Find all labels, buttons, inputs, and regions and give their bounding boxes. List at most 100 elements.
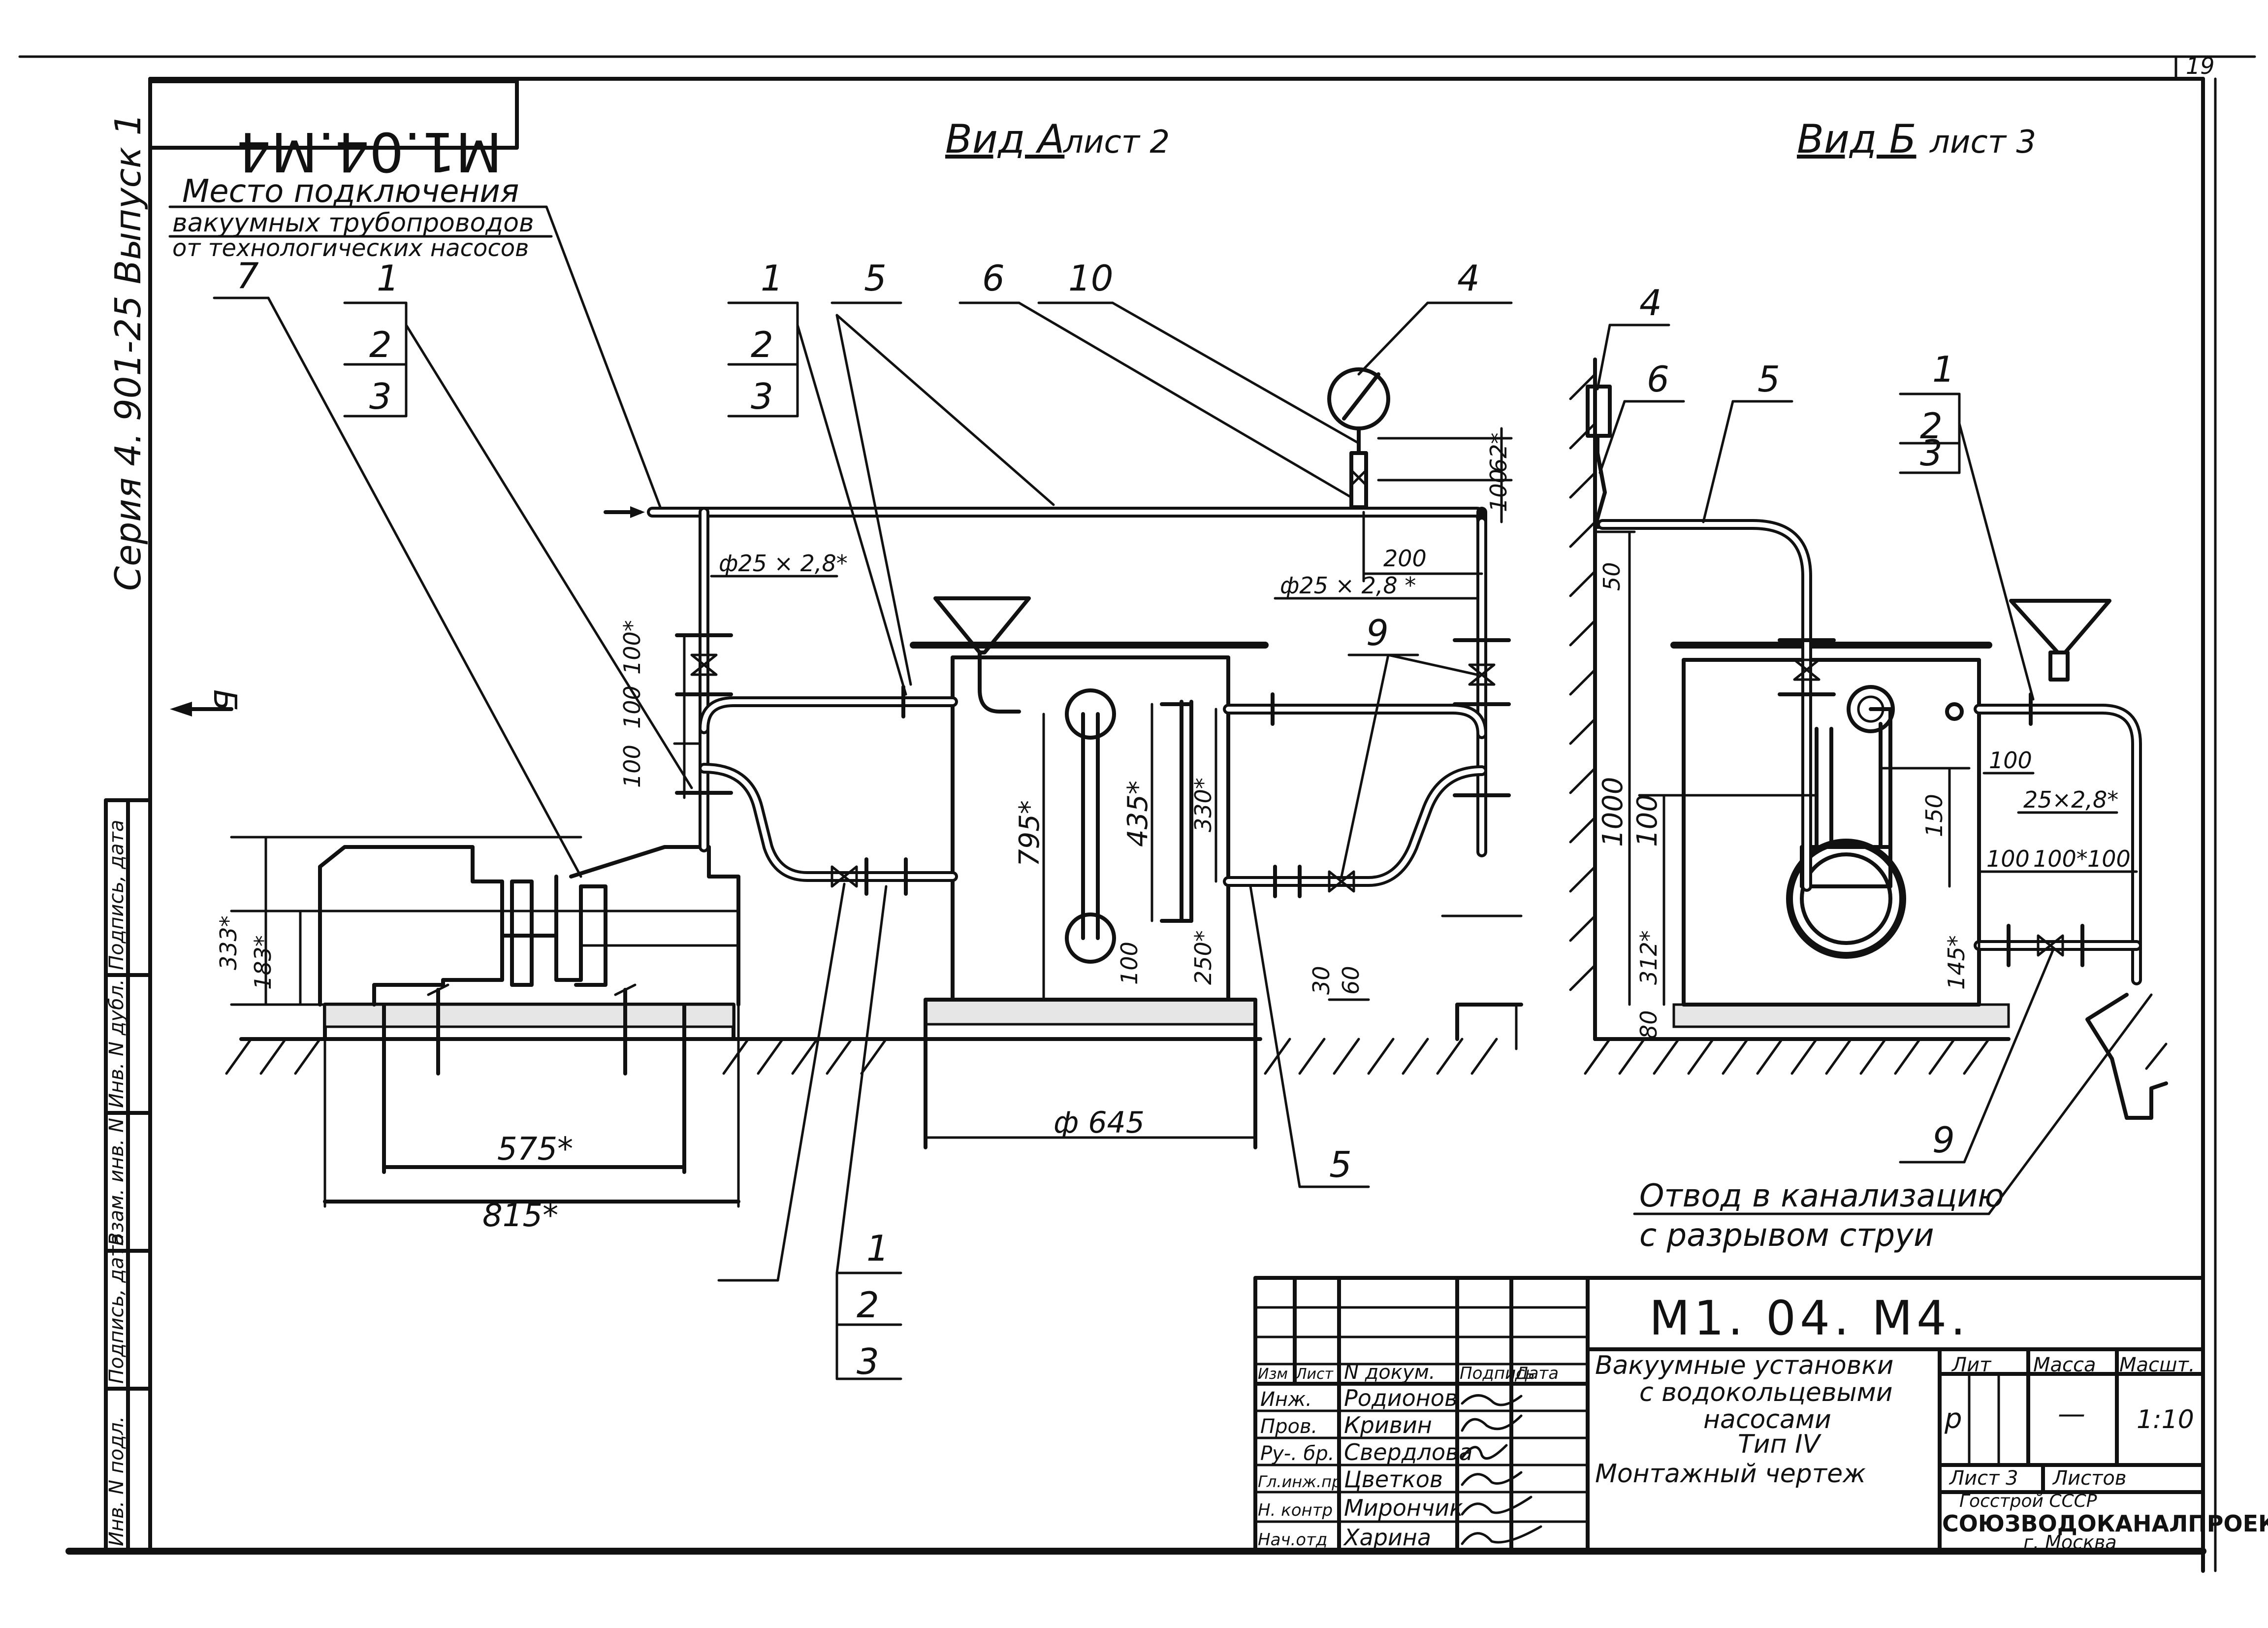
svg-text:200: 200 xyxy=(1383,545,1427,572)
svg-text:вакуумных трубопроводов: вакуумных трубопроводов xyxy=(172,208,534,238)
svg-text:100: 100 xyxy=(1116,942,1143,985)
svg-text:60: 60 xyxy=(1338,966,1364,995)
svg-text:9: 9 xyxy=(1366,612,1389,653)
view-a-title: Вид А xyxy=(945,116,1064,162)
connection-note: Место подключения вакуумных трубопроводо… xyxy=(168,173,664,514)
svg-text:100: 100 xyxy=(1631,794,1663,847)
svg-text:2: 2 xyxy=(751,324,773,365)
view-b-arrow: Б xyxy=(170,689,243,716)
stamp-inv-podl: Инв. N подл. xyxy=(105,1416,128,1546)
svg-text:Б: Б xyxy=(206,689,243,711)
stamp-inv-dubl: Инв. N дубл. xyxy=(105,979,128,1108)
svg-text:5: 5 xyxy=(1757,358,1780,400)
svg-text:100: 100 xyxy=(1485,469,1512,512)
svg-text:145*: 145* xyxy=(1943,935,1970,990)
drain-note: Отвод в канализацию с разрывом струи xyxy=(1633,993,2153,1254)
view-a-sheet: лист 2 xyxy=(1062,124,1170,161)
svg-text:150: 150 xyxy=(1921,794,1948,837)
svg-text:Лист: Лист xyxy=(1295,1366,1334,1383)
svg-text:1: 1 xyxy=(1932,349,1955,390)
svg-text:80: 80 xyxy=(1635,1010,1662,1039)
svg-text:312*: 312* xyxy=(1635,930,1662,985)
svg-text:N докум.: N докум. xyxy=(1344,1361,1436,1384)
svg-text:1: 1 xyxy=(377,258,399,299)
svg-text:3: 3 xyxy=(369,376,392,417)
svg-text:2: 2 xyxy=(857,1284,879,1326)
stamp-vzam-inv: Взам. инв. N xyxy=(105,1118,128,1246)
tb-code: М1. 04. М4. xyxy=(1649,1291,1970,1346)
svg-text:3: 3 xyxy=(1920,432,1943,474)
svg-text:30: 30 xyxy=(1308,966,1335,995)
svg-text:Тип IV: Тип IV xyxy=(1738,1430,1821,1459)
svg-text:Масса: Масса xyxy=(2033,1354,2096,1376)
svg-text:795*: 795* xyxy=(1014,800,1046,867)
svg-text:3: 3 xyxy=(857,1341,879,1382)
svg-text:ф 645: ф 645 xyxy=(1054,1106,1145,1140)
series-label: Серия 4. 901-25 Выпуск 1 xyxy=(107,113,149,591)
svg-text:Инж.: Инж. xyxy=(1260,1388,1312,1411)
svg-text:Мирончик: Мирончик xyxy=(1344,1495,1463,1521)
svg-text:Изм: Изм xyxy=(1258,1366,1288,1383)
svg-text:6: 6 xyxy=(1647,358,1669,400)
svg-text:Родионов: Родионов xyxy=(1344,1385,1458,1411)
svg-text:10: 10 xyxy=(1068,258,1114,299)
svg-text:Дата: Дата xyxy=(1514,1364,1559,1383)
svg-text:1: 1 xyxy=(761,258,783,299)
stamp-sign-date-1: Подпись, дата xyxy=(105,1234,128,1384)
view-b-sheet: лист 3 xyxy=(1929,124,2036,161)
svg-text:4: 4 xyxy=(1457,258,1480,299)
svg-text:100*: 100* xyxy=(2033,846,2088,872)
svg-text:Листов: Листов xyxy=(2052,1467,2126,1490)
svg-text:Гл.инж.пр: Гл.инж.пр xyxy=(1258,1472,1342,1491)
svg-text:с разрывом струи: с разрывом струи xyxy=(1639,1217,1934,1254)
svg-text:Лист 3: Лист 3 xyxy=(1949,1467,2018,1490)
svg-text:100: 100 xyxy=(619,685,645,729)
svg-text:Монтажный чертеж: Монтажный чертеж xyxy=(1595,1459,1866,1489)
svg-text:Н. контр: Н. контр xyxy=(1258,1500,1333,1520)
view-b-callouts: 4 6 5 1 2 3 9 50 1000 100 312* 80 150 25… xyxy=(1594,282,2138,1164)
stamp-sign-date-2: Подпись, дата xyxy=(105,820,128,970)
svg-text:Пров.: Пров. xyxy=(1260,1415,1317,1438)
svg-text:5: 5 xyxy=(1329,1144,1352,1185)
mirrored-code: M1.04.M4 xyxy=(236,120,502,183)
svg-text:Место подключения: Место подключения xyxy=(182,173,519,210)
svg-text:5: 5 xyxy=(864,258,887,299)
svg-text:3: 3 xyxy=(751,376,773,417)
svg-text:183*: 183* xyxy=(250,935,276,990)
view-a-dimensions: ф25 × 2,8* ф25 × 2,8 * 200 62* 100 100 1… xyxy=(215,427,1523,1234)
svg-text:815*: 815* xyxy=(482,1198,558,1234)
svg-text:1000: 1000 xyxy=(1597,777,1629,847)
svg-text:435*: 435* xyxy=(1122,781,1154,847)
svg-text:7: 7 xyxy=(236,255,259,296)
svg-text:Харина: Харина xyxy=(1343,1524,1431,1551)
svg-text:100*: 100* xyxy=(619,620,645,675)
svg-text:25×2,8*: 25×2,8* xyxy=(2023,786,2118,813)
svg-text:Отвод в канализацию: Отвод в канализацию xyxy=(1639,1178,2004,1214)
svg-text:ф25 × 2,8 *: ф25 × 2,8 * xyxy=(1280,572,1416,599)
view-b xyxy=(1569,358,2168,1120)
svg-text:Свердлова: Свердлова xyxy=(1344,1439,1472,1465)
svg-text:Нач.отд: Нач.отд xyxy=(1258,1530,1327,1550)
svg-text:6: 6 xyxy=(982,258,1005,299)
title-block: М1. 04. М4. Изм Лист N докум. Подпись Да… xyxy=(1253,1276,2268,1553)
svg-text:250*: 250* xyxy=(1190,930,1216,985)
svg-text:Масшт.: Масшт. xyxy=(2119,1354,2195,1376)
svg-text:Кривин: Кривин xyxy=(1344,1412,1432,1438)
svg-text:Лит: Лит xyxy=(1951,1354,1992,1376)
svg-text:2: 2 xyxy=(1920,405,1943,447)
svg-text:ф25 × 2,8*: ф25 × 2,8* xyxy=(719,550,848,577)
svg-text:г. Москва: г. Москва xyxy=(2023,1531,2117,1553)
view-a-callouts: 7 1 2 3 1 2 3 5 6 10 4 xyxy=(213,255,1513,1382)
svg-text:СОЮЗВОДОКАНАЛПРОЕКТ: СОЮЗВОДОКАНАЛПРОЕКТ xyxy=(1942,1510,2268,1537)
svg-text:от технологических насосов: от технологических насосов xyxy=(172,234,529,262)
svg-text:насосами: насосами xyxy=(1703,1405,1831,1434)
svg-text:—: — xyxy=(2058,1398,2085,1430)
svg-text:100: 100 xyxy=(1989,747,2032,774)
svg-text:100: 100 xyxy=(1986,846,2030,872)
svg-text:330*: 330* xyxy=(1190,778,1216,832)
svg-text:р: р xyxy=(1944,1403,1962,1435)
mirrored-code-box: M1.04.M4 xyxy=(148,79,519,183)
svg-text:1: 1 xyxy=(866,1228,889,1269)
svg-text:Ру-. бр.: Ру-. бр. xyxy=(1260,1442,1334,1465)
